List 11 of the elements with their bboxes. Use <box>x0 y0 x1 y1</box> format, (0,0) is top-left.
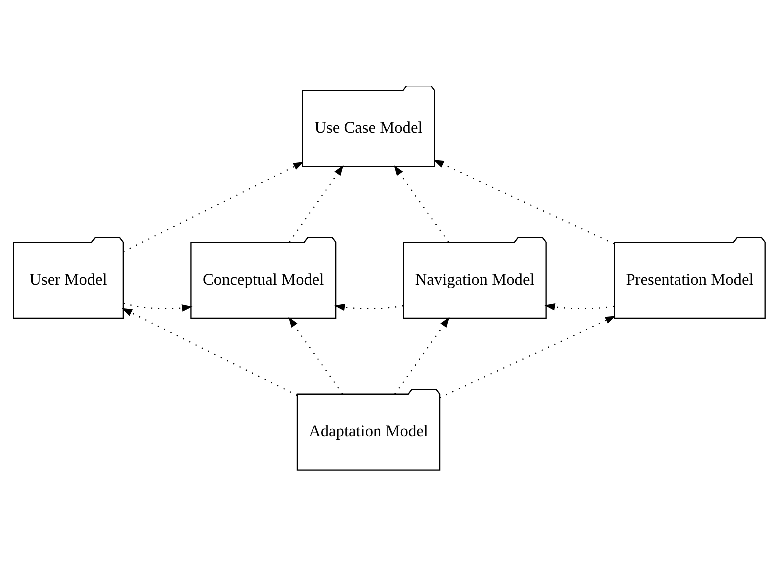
arrow <box>544 303 614 311</box>
arrow <box>334 304 404 312</box>
arrow <box>394 165 450 243</box>
arrow <box>123 162 304 252</box>
arrow <box>440 316 616 399</box>
arrow <box>289 165 344 243</box>
arrow <box>288 317 344 395</box>
arrow <box>434 160 615 245</box>
arrow <box>124 303 193 312</box>
arrow <box>394 317 450 395</box>
arrow <box>122 308 298 396</box>
